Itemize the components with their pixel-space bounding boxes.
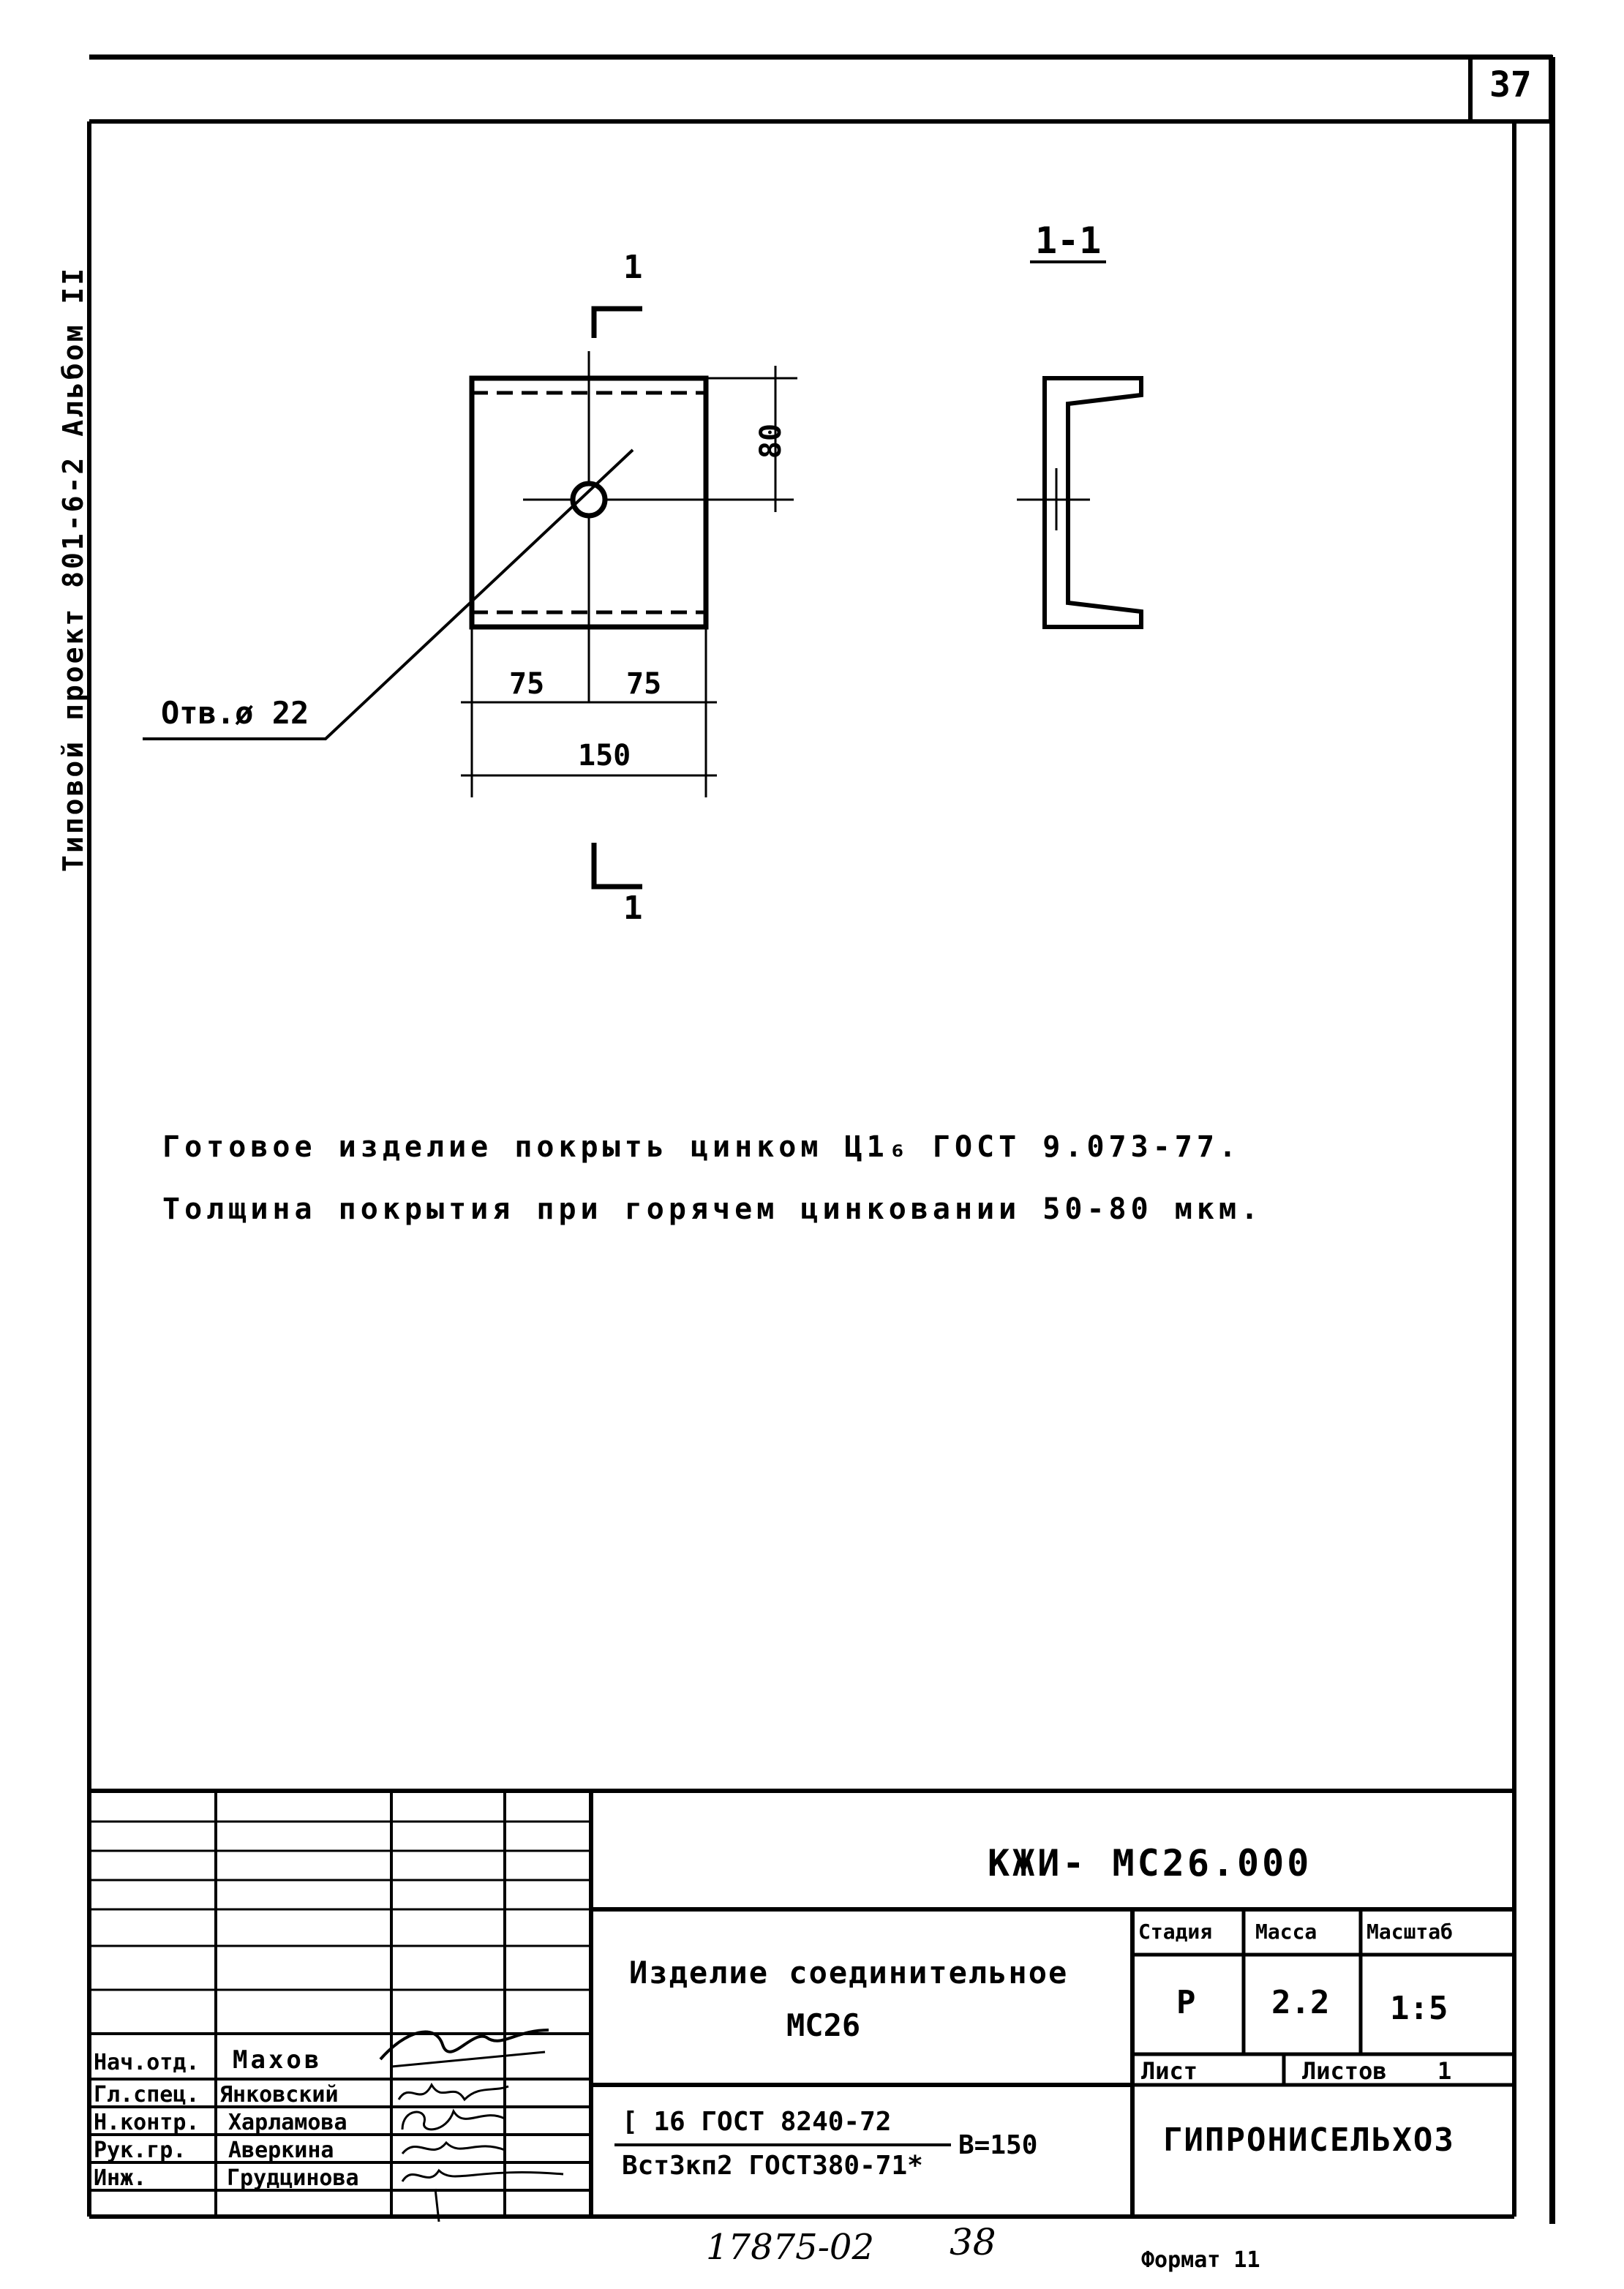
material-line2: Вст3кп2 ГОСТ380-71* bbox=[622, 2151, 923, 2181]
cut-mark-bottom-number: 1 bbox=[623, 890, 643, 927]
organization: ГИПРОНИСЕЛЬХОЗ bbox=[1163, 2121, 1455, 2159]
document-code: КЖИ- МС26.000 bbox=[988, 1842, 1312, 1884]
inventory-number: 17875-02 bbox=[706, 2227, 874, 2268]
staff-name-2: Янковский bbox=[219, 2082, 339, 2108]
staff-name-4: Аверкина bbox=[228, 2138, 334, 2163]
staff-role-4: Рук.гр. bbox=[94, 2138, 187, 2163]
product-name-line2: МС26 bbox=[786, 2007, 861, 2043]
product-name-line1: Изделие соединительное bbox=[629, 1955, 1069, 1991]
staff-name-1: Махов bbox=[233, 2045, 323, 2075]
scale-header: Масштаб bbox=[1367, 1920, 1454, 1944]
side-project-label: Типовой проект 801-6-2 Альбом II bbox=[57, 266, 89, 872]
stage-value: Р bbox=[1176, 1984, 1196, 2021]
signature-5 bbox=[401, 2168, 564, 2222]
staff-role-3: Н.контр. bbox=[94, 2110, 200, 2135]
scale-value: 1:5 bbox=[1390, 1990, 1448, 2027]
dim-total-label: 150 bbox=[578, 739, 631, 773]
signature-4 bbox=[401, 2140, 505, 2154]
mass-header: Масса bbox=[1255, 1920, 1317, 1944]
dim-right-label: 75 bbox=[626, 667, 662, 701]
staff-name-3: Харламова bbox=[228, 2110, 347, 2135]
dim-left-label: 75 bbox=[509, 667, 545, 701]
mass-value: 2.2 bbox=[1271, 1984, 1330, 2021]
signature-3 bbox=[401, 2108, 505, 2131]
dim-height-label: 80 bbox=[754, 423, 789, 459]
sheet-label: Лист bbox=[1141, 2057, 1198, 2085]
signature-1 bbox=[379, 2029, 549, 2068]
sheets-label: Листов bbox=[1302, 2057, 1387, 2085]
stage-header: Стадия bbox=[1138, 1920, 1213, 1944]
cut-mark-top-number: 1 bbox=[623, 249, 643, 286]
page-number: 37 bbox=[1489, 64, 1532, 105]
staff-role-1: Нач.отд. bbox=[94, 2050, 200, 2075]
section-label: 1-1 bbox=[1035, 219, 1102, 262]
note-line-1: Готовое изделие покрыть цинком Ц1₆ ГОСТ … bbox=[162, 1130, 1241, 1164]
material-length: В=150 bbox=[958, 2130, 1038, 2160]
note-line-2: Толщина покрытия при горячем цинковании … bbox=[162, 1192, 1263, 1226]
hole-label: Отв.ø 22 bbox=[161, 695, 309, 731]
staff-role-2: Гл.спец. bbox=[94, 2082, 200, 2108]
page-reference: 38 bbox=[950, 2221, 996, 2263]
staff-role-5: Инж. bbox=[94, 2165, 147, 2191]
staff-name-5: Грудцинова bbox=[227, 2165, 359, 2191]
sheets-value: 1 bbox=[1437, 2057, 1452, 2085]
format-label: Формат 11 bbox=[1141, 2247, 1260, 2273]
material-line1: [ 16 ГОСТ 8240-72 bbox=[622, 2107, 892, 2137]
signature-2 bbox=[397, 2082, 509, 2102]
